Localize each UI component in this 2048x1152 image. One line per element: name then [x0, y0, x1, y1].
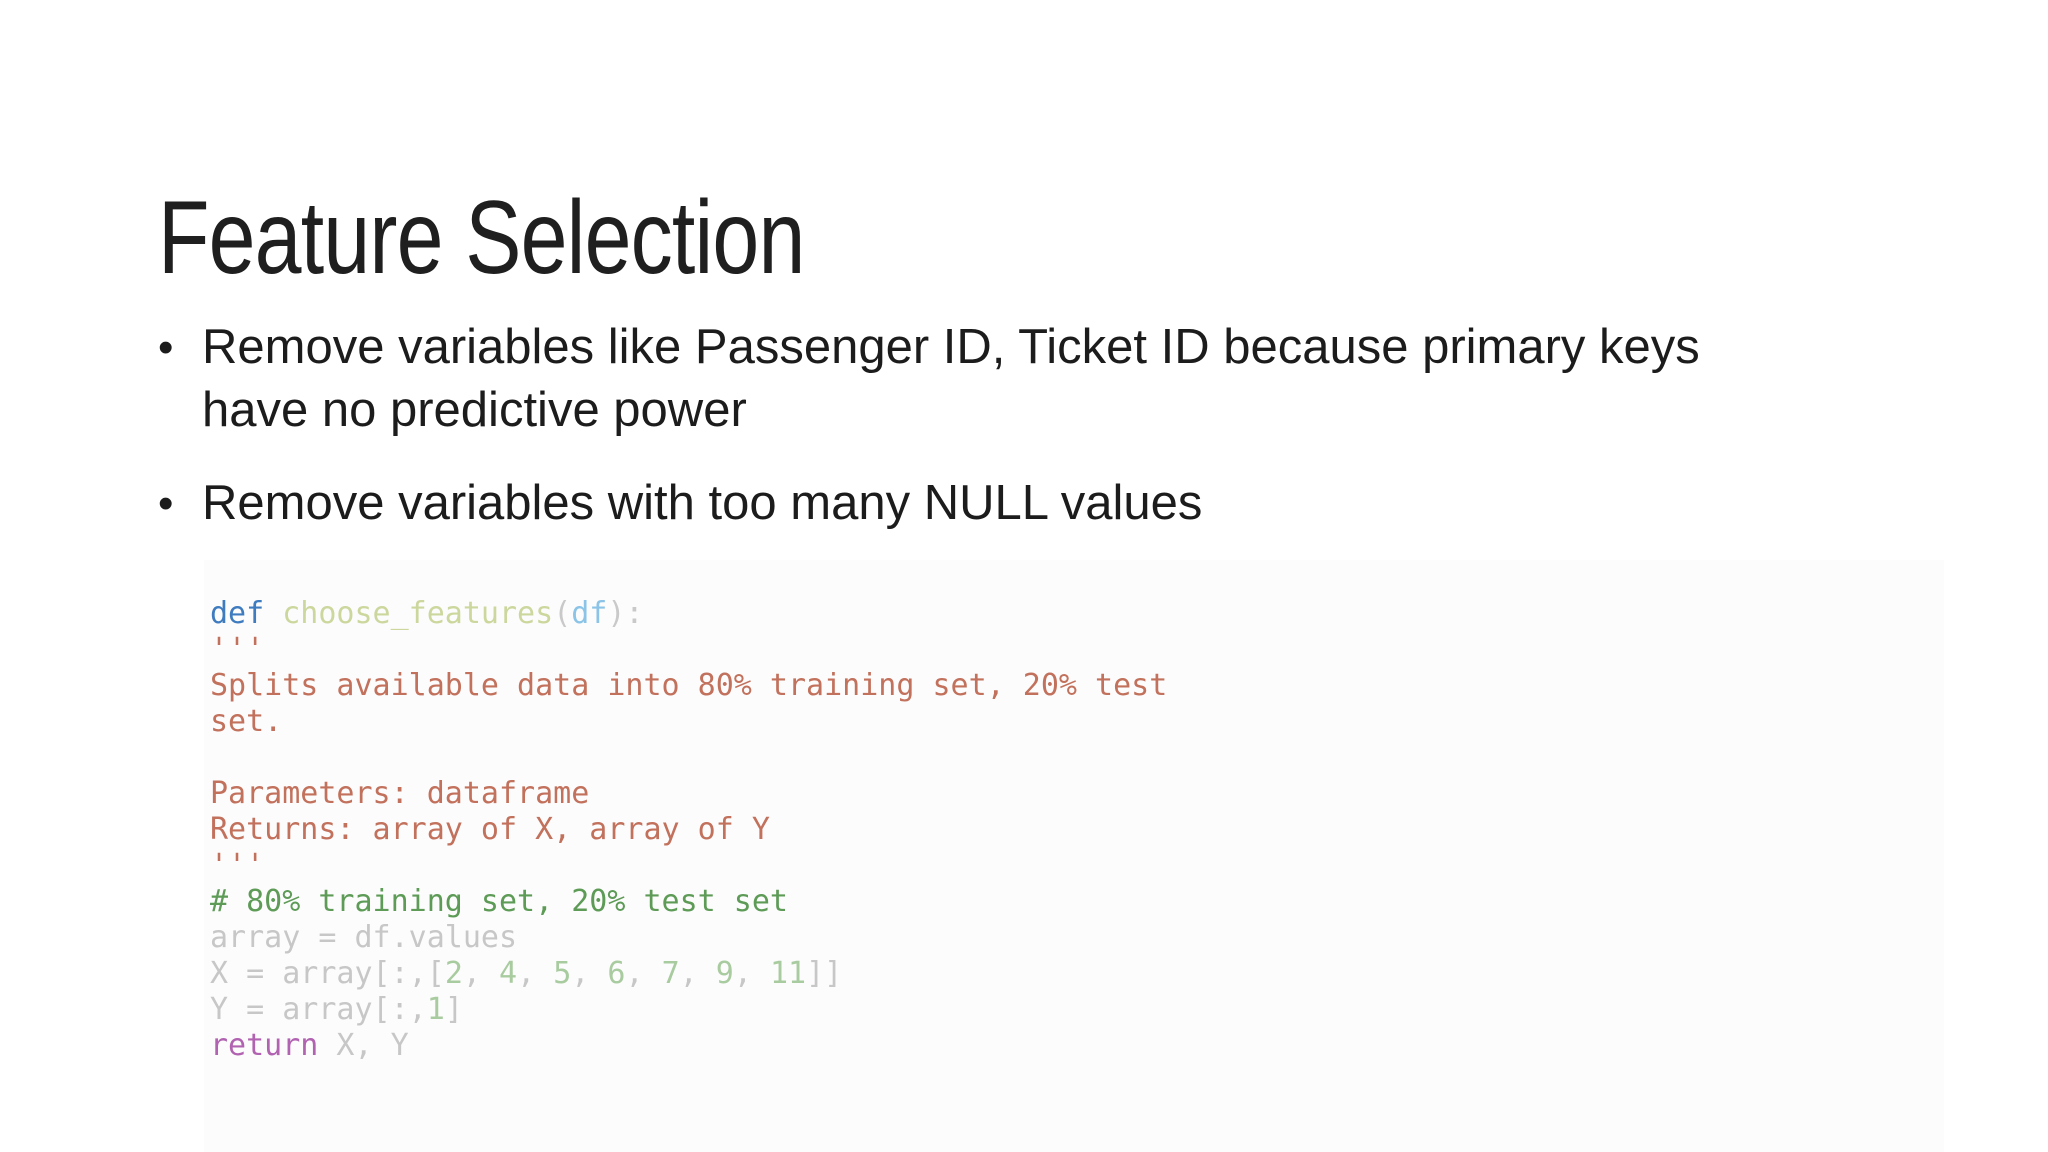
bullet-text-line: Remove variables with too many NULL valu… [202, 476, 1203, 530]
code-screenshot-background [204, 560, 1944, 1152]
code-line: Splits available data into 80% training … [210, 668, 1167, 704]
code-token-plain: , [733, 956, 770, 991]
code-token-number: 5 [553, 956, 572, 991]
code-token-number: 7 [661, 956, 680, 991]
code-token-function: choose_features [282, 596, 554, 631]
code-token-punct: ): [607, 596, 644, 631]
code-line [210, 740, 1167, 776]
code-token-string: Returns: array of X, array of Y [210, 812, 770, 847]
code-token-keyword: def [210, 596, 265, 631]
code-line: Returns: array of X, array of Y [210, 812, 1167, 848]
bullet-text: Remove variables with too many NULL valu… [202, 472, 1898, 535]
code-line: Parameters: dataframe [210, 776, 1167, 812]
code-token-string: Splits available data into 80% training … [210, 668, 1168, 703]
code-token-plain: X, Y [318, 1028, 409, 1063]
bullet-text-line: have no predictive power [202, 383, 747, 437]
code-line: # 80% training set, 20% test set [210, 884, 1167, 920]
bullet-text: Remove variables like Passenger ID, Tick… [202, 316, 1898, 442]
bullet-text-line: Remove variables like Passenger ID, Tick… [202, 320, 1700, 374]
slide-title: Feature Selection [158, 179, 805, 296]
code-token-plain: ] [444, 992, 463, 1027]
code-token-punct: ( [553, 596, 572, 631]
code-token-number: 2 [444, 956, 463, 991]
code-line: ''' [210, 848, 1167, 884]
code-token-number: 11 [769, 956, 807, 991]
code-token-plain: ]] [806, 956, 843, 991]
code-token-number: 1 [426, 992, 445, 1027]
code-token-plain: , [625, 956, 662, 991]
code-token-string: Parameters: dataframe [210, 776, 590, 811]
code-token-plain: , [679, 956, 716, 991]
code-token-string: set. [210, 704, 283, 739]
code-token-plain: array = df.values [210, 920, 518, 955]
code-line: set. [210, 704, 1167, 740]
code-token-number: 4 [499, 956, 518, 991]
code-block: def choose_features(df):'''Splits availa… [210, 596, 1167, 1064]
code-token-number: 6 [607, 956, 626, 991]
code-line: ''' [210, 632, 1167, 668]
code-token-param: df [571, 596, 608, 631]
code-line: return X, Y [210, 1028, 1167, 1064]
code-token-plain: Y = array[:, [210, 992, 427, 1027]
code-token-comment: # 80% training set, 20% test set [210, 884, 788, 919]
bullet-list: • Remove variables like Passenger ID, Ti… [158, 316, 1898, 535]
bullet-item: • Remove variables with too many NULL va… [158, 472, 1898, 535]
code-line: Y = array[:,1] [210, 992, 1167, 1028]
code-token-plain: X = array[:,[ [210, 956, 445, 991]
code-token-plain: , [571, 956, 608, 991]
bullet-item: • Remove variables like Passenger ID, Ti… [158, 316, 1898, 442]
code-token-string: ''' [210, 848, 265, 883]
bullet-marker-icon: • [158, 323, 174, 372]
bullet-marker-icon: • [158, 479, 174, 528]
code-token-number: 9 [715, 956, 734, 991]
code-token-plain: , [462, 956, 499, 991]
code-line: array = df.values [210, 920, 1167, 956]
code-token-return: return [210, 1028, 319, 1063]
code-line: def choose_features(df): [210, 596, 1167, 632]
code-line: X = array[:,[2, 4, 5, 6, 7, 9, 11]] [210, 956, 1167, 992]
code-token-plain [264, 596, 282, 631]
code-token-string: ''' [210, 632, 265, 667]
code-token-plain: , [517, 956, 554, 991]
